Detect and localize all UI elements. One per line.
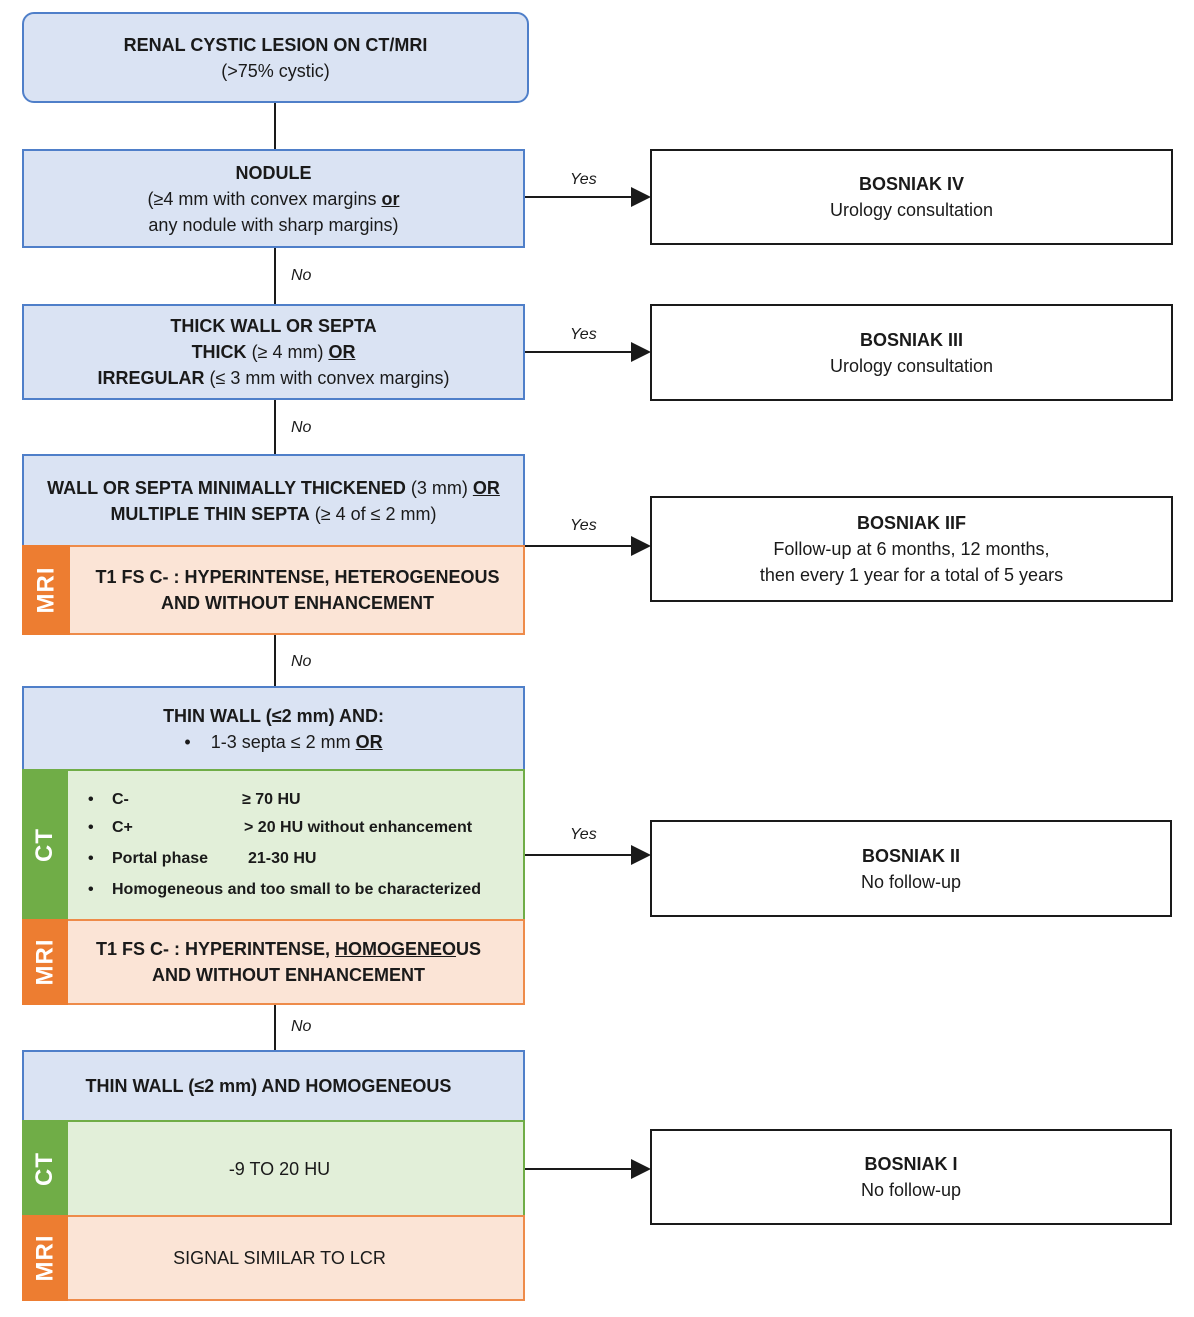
septa-criteria: (≥ 4 of ≤ 2 mm) [309,503,437,524]
result-bosniak-iif: BOSNIAK IIF Follow-up at 6 months, 12 mo… [650,496,1173,602]
thin-wall-node: THIN WALL (≤2 mm) AND: • 1-3 septa ≤ 2 m… [22,686,525,771]
connector-thick-minimal [274,400,276,454]
homog-ct-text: -9 TO 20 HU [228,1158,331,1179]
nodule-or: or [381,188,400,209]
result-bosniak-iii: BOSNIAK III Urology consultation [650,304,1173,401]
mri-tab: MRI [22,919,68,1005]
no-label: No [291,653,312,670]
result-title: BOSNIAK I [864,1154,958,1174]
no-label: No [291,1018,312,1035]
minimal-criteria: (3 mm) [405,477,473,498]
result-bosniak-ii: BOSNIAK II No follow-up [650,820,1172,917]
minimal-node: WALL OR SEPTA MINIMALLY THICKENED (3 mm)… [22,454,525,547]
nodule-criteria-2: any nodule with sharp margins) [148,214,399,235]
homog-ct-panel: -9 TO 20 HU [22,1120,525,1217]
mri-tab: MRI [22,545,70,635]
no-label: No [291,419,312,436]
result-text: Urology consultation [829,200,994,220]
homog-mri-panel: SIGNAL SIMILAR TO LCR [22,1215,525,1301]
nodule-node: NODULE (≥4 mm with convex margins or any… [22,149,525,248]
ct-tab: CT [22,769,68,921]
nodule-title: NODULE [235,162,312,183]
minimal-mri-line2: AND WITHOUT ENHANCEMENT [161,593,434,613]
yes-label: Yes [570,517,597,534]
no-label: No [291,267,312,284]
irregular-label: IRREGULAR [97,368,205,388]
septa-label: MULTIPLE THIN SEPTA [110,503,310,524]
start-node: RENAL CYSTIC LESION ON CT/MRI (>75% cyst… [22,12,529,103]
result-title: BOSNIAK IV [858,174,964,194]
connector-nodule-thick [274,248,276,304]
nodule-criteria: (≥4 mm with convex margins [147,188,382,209]
thin-ct-panel: •C-≥ 70 HU •C+> 20 HU without enhancemen… [22,769,525,921]
result-text: Follow-up at 6 months, 12 months, [773,539,1050,559]
thick-criteria: (≥ 4 mm) [246,342,329,362]
result-title: BOSNIAK IIF [856,513,966,533]
result-title: BOSNIAK III [859,329,963,350]
result-text: then every 1 year for a total of 5 years [759,565,1064,585]
thin-mri-line1: T1 FS C- : HYPERINTENSE, HOMOGENEOUS [95,939,482,959]
result-text: No follow-up [860,871,962,892]
start-title: RENAL CYSTIC LESION ON CT/MRI [123,34,428,55]
connector-start-nodule [274,103,276,149]
irregular-criteria: (≤ 3 mm with convex margins) [204,368,450,388]
thin-or: OR [355,731,383,752]
thick-label: THICK [191,342,247,362]
thin-mri-line2: AND WITHOUT ENHANCEMENT [152,965,425,985]
homog-mri-text: SIGNAL SIMILAR TO LCR [173,1248,386,1268]
result-bosniak-i: BOSNIAK I No follow-up [650,1129,1172,1225]
thin-title: THIN WALL (≤2 mm) AND: [163,705,384,726]
thick-or: OR [328,342,356,362]
yes-label: Yes [570,326,597,343]
yes-label: Yes [570,171,597,188]
ct-tab: CT [22,1120,68,1217]
result-text: Urology consultation [829,355,994,376]
start-subtitle: (>75% cystic) [221,60,330,81]
bullet-dot: • [184,731,211,752]
minimal-mri-panel: T1 FS C- : HYPERINTENSE, HETEROGENEOUS A… [22,545,525,635]
result-bosniak-iv: BOSNIAK IV Urology consultation [650,149,1173,245]
minimal-mri-line1: T1 FS C- : HYPERINTENSE, HETEROGENEOUS [95,567,500,587]
result-text: No follow-up [860,1180,962,1200]
connector-thin-homog [274,1005,276,1050]
thin-mri-panel: T1 FS C- : HYPERINTENSE, HOMOGENEOUS AND… [22,919,525,1005]
thick-wall-node: THICK WALL OR SEPTA THICK (≥ 4 mm) OR IR… [22,304,525,400]
septa-criteria: 1-3 septa ≤ 2 mm [210,731,356,752]
yes-label: Yes [570,826,597,843]
homog-title: THIN WALL (≤2 mm) AND HOMOGENEOUS [85,1076,452,1096]
result-title: BOSNIAK II [861,845,960,866]
minimal-or: OR [472,477,500,498]
homogeneous-node: THIN WALL (≤2 mm) AND HOMOGENEOUS [22,1050,525,1122]
minimal-label: WALL OR SEPTA MINIMALLY THICKENED [47,477,406,498]
thick-title: THICK WALL OR SEPTA [170,316,377,336]
connector-minimal-thin [274,635,276,686]
mri-tab: MRI [22,1215,68,1301]
